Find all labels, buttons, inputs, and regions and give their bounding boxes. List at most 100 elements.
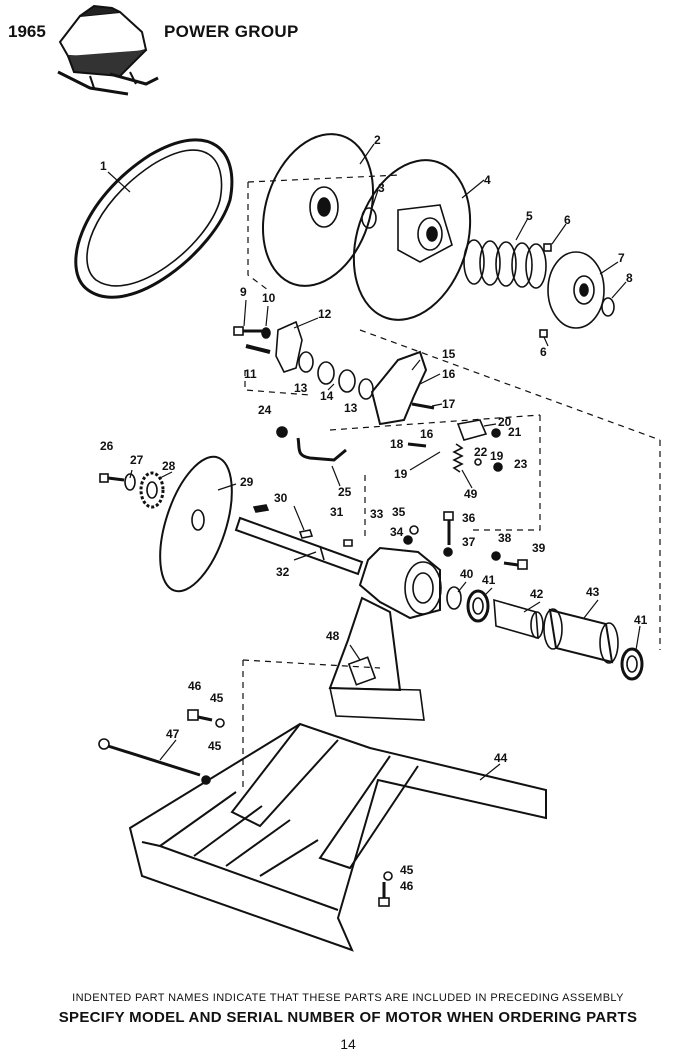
- callout-10: 10: [262, 291, 276, 305]
- callout-44: 44: [494, 751, 508, 765]
- bushing-part: [338, 369, 356, 393]
- screw-part: [543, 243, 552, 252]
- callout-23: 23: [514, 457, 528, 471]
- callout-19: 19: [490, 449, 504, 463]
- callout-6: 6: [540, 345, 547, 359]
- callout-numbers: 1 2 3 4 5 6 6 7 8 9 10 11 12 13 13 14 15…: [100, 133, 648, 893]
- arm-assembly-part: [370, 350, 428, 426]
- bolt-part: [99, 473, 125, 483]
- callout-46: 46: [400, 879, 414, 893]
- pin-part: [245, 344, 271, 354]
- callout-33: 33: [370, 507, 384, 521]
- washer-part: [215, 718, 225, 728]
- nut-part: [491, 551, 501, 561]
- callout-12: 12: [318, 307, 332, 321]
- callout-42: 42: [530, 587, 544, 601]
- catalog-year: 1965: [8, 22, 46, 41]
- bolt-part: [233, 326, 262, 336]
- callout-4: 4: [484, 173, 491, 187]
- callout-1: 1: [100, 159, 107, 173]
- page-title: POWER GROUP: [164, 22, 299, 41]
- callout-16: 16: [420, 427, 434, 441]
- callout-22: 22: [474, 445, 488, 459]
- lockwasher-part: [261, 327, 271, 339]
- callout-11: 11: [244, 367, 257, 381]
- washer-part: [601, 297, 615, 317]
- shaft-part: [234, 516, 364, 576]
- callout-34: 34: [390, 525, 404, 539]
- nut-part: [276, 426, 288, 438]
- fixed-sheave-part: [261, 133, 375, 287]
- sprocket-part: [139, 471, 165, 509]
- brake-disc-part: [159, 455, 233, 593]
- callout-21: 21: [508, 425, 522, 439]
- callout-15: 15: [442, 347, 456, 361]
- callout-36: 36: [462, 511, 476, 525]
- callout-31: 31: [330, 505, 344, 519]
- callout-49: 49: [464, 487, 478, 501]
- callout-16: 16: [442, 367, 456, 381]
- callout-45: 45: [208, 739, 222, 753]
- bolt-part: [187, 709, 213, 722]
- washer-part: [491, 428, 501, 438]
- callout-14: 14: [320, 389, 334, 403]
- callout-45: 45: [400, 863, 414, 877]
- callout-27: 27: [130, 453, 144, 467]
- callout-5: 5: [526, 209, 533, 223]
- callout-37: 37: [462, 535, 476, 549]
- callout-20: 20: [498, 415, 512, 429]
- long-bolt-part: [98, 738, 201, 777]
- alignment-lines: [242, 174, 661, 790]
- callout-2: 2: [374, 133, 381, 147]
- handle-part: [296, 437, 347, 462]
- page-number: 14: [340, 1036, 356, 1052]
- callout-8: 8: [626, 271, 633, 285]
- bushing-part: [358, 378, 374, 400]
- spring-cover-part: [547, 251, 605, 329]
- exploded-parts-diagram: 1 2 3 4 5 6 6 7 8 9 10 11 12 13 13 14 15…: [74, 133, 661, 952]
- callout-19: 19: [394, 467, 408, 481]
- callout-45: 45: [210, 691, 224, 705]
- callout-13: 13: [294, 381, 308, 395]
- bearing-part: [620, 647, 644, 681]
- spring-part: [463, 239, 547, 289]
- drive-belt-part: [74, 138, 234, 299]
- callout-26: 26: [100, 439, 114, 453]
- callout-41: 41: [634, 613, 648, 627]
- key-part: [252, 504, 270, 513]
- snowmobile-illustration: [57, 4, 159, 96]
- nut-part: [493, 462, 503, 472]
- callout-17: 17: [442, 397, 456, 411]
- callout-39: 39: [532, 541, 546, 555]
- screw-part: [407, 442, 427, 448]
- callout-35: 35: [392, 505, 406, 519]
- bushing-part: [298, 351, 314, 373]
- movable-sheave-part: [352, 159, 472, 321]
- screw-part: [539, 329, 548, 338]
- callout-9: 9: [240, 285, 247, 299]
- callout-24: 24: [258, 403, 272, 417]
- bolt-part: [378, 882, 390, 907]
- callout-47: 47: [166, 727, 180, 741]
- nut-part: [403, 535, 413, 545]
- callout-25: 25: [338, 485, 352, 499]
- callout-6: 6: [564, 213, 571, 227]
- callout-32: 32: [276, 565, 290, 579]
- callout-7: 7: [618, 251, 625, 265]
- callout-30: 30: [274, 491, 288, 505]
- washer-part: [383, 871, 393, 881]
- washer-part: [443, 547, 453, 557]
- callout-38: 38: [498, 531, 512, 545]
- drive-tube-part: [543, 608, 619, 664]
- washer-part: [409, 525, 419, 535]
- key-part: [298, 529, 314, 539]
- nut-part: [474, 458, 482, 466]
- ordering-instruction: SPECIFY MODEL AND SERIAL NUMBER OF MOTOR…: [58, 1009, 638, 1026]
- bushing-part: [317, 361, 335, 385]
- key-part: [343, 539, 353, 547]
- callout-40: 40: [460, 567, 474, 581]
- leader-lines: [107, 143, 641, 781]
- bolt-part: [443, 511, 454, 545]
- support-column-part: [328, 596, 425, 721]
- bolt-part: [503, 559, 528, 570]
